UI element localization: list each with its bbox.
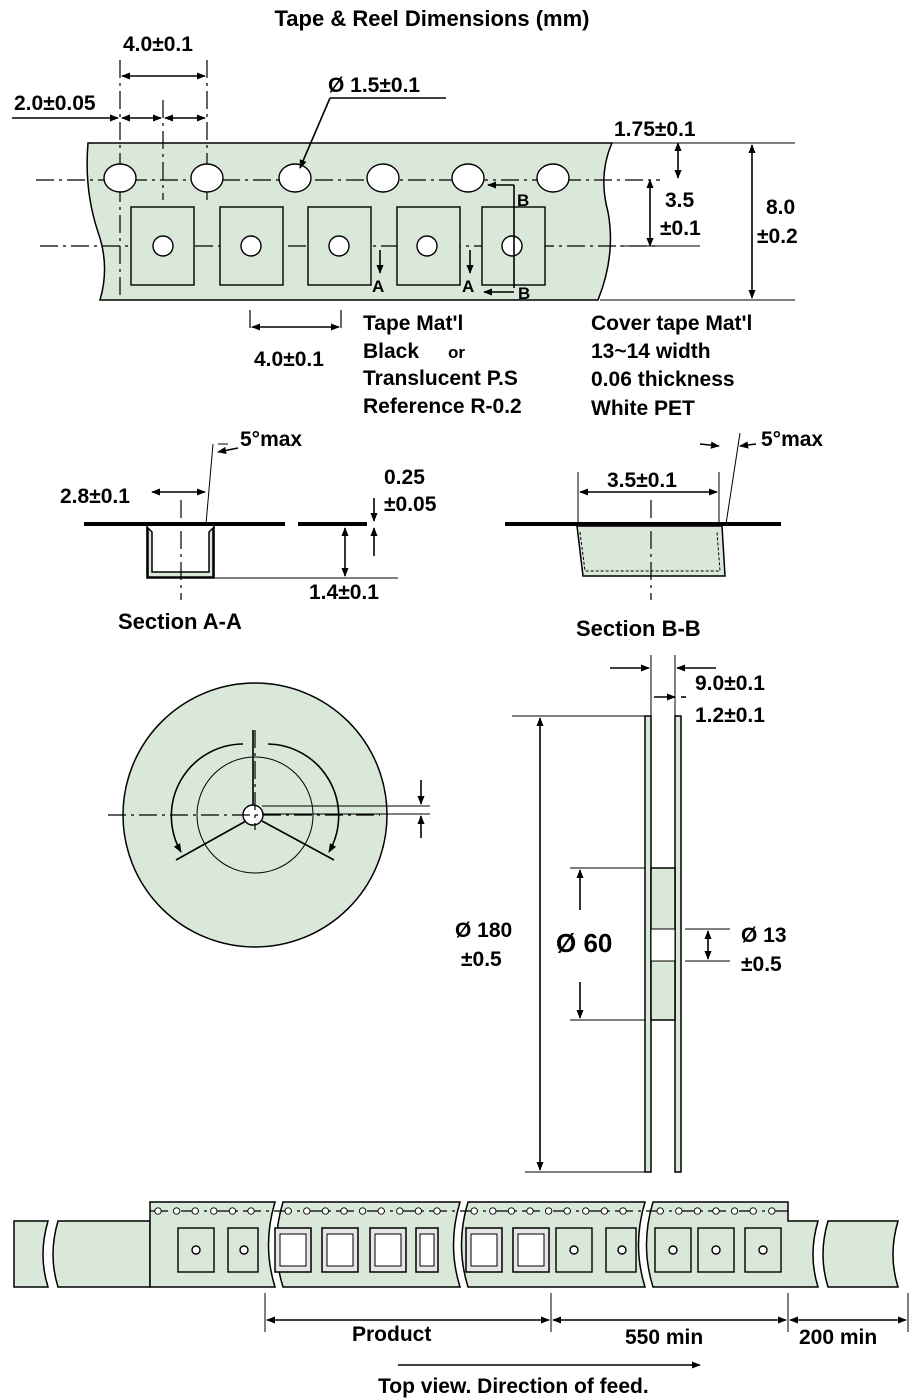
hole-diameter-label: Ø 1.5±0.1: [328, 74, 420, 97]
svg-text:±0.5: ±0.5: [461, 948, 502, 971]
svg-text:Black: Black: [363, 340, 419, 363]
trailer-length-label: 550 min: [625, 1326, 703, 1349]
sprocket-hole: [210, 1207, 218, 1215]
svg-text:5°max: 5°max: [240, 428, 302, 451]
svg-text:0.25: 0.25: [384, 466, 425, 489]
section-b-b: 3.5±0.1 5°max Section B-B: [505, 428, 823, 641]
leader-length-label: 200 min: [799, 1326, 877, 1349]
svg-text:B: B: [518, 284, 530, 303]
sprocket-hole: [582, 1207, 590, 1215]
svg-text:±0.05: ±0.05: [384, 493, 437, 516]
reel-side-view: 9.0±0.1 1.2±0.1 Ø 180 ±0.5 Ø 60 Ø 13 ±0.…: [455, 655, 787, 1173]
svg-text:or: or: [448, 343, 465, 362]
tape-material-note: Tape Mat'l Black or Translucent P.S Refe…: [363, 312, 522, 418]
sprocket-hole: [396, 1207, 404, 1215]
sprocket-hole: [526, 1207, 534, 1215]
svg-text:3.5: 3.5: [665, 189, 695, 212]
sprocket-hole: [619, 1207, 627, 1215]
half-pitch-label: 2.0±0.05: [14, 92, 96, 115]
svg-text:±0.1: ±0.1: [660, 217, 701, 240]
svg-text:Tape Mat'l: Tape Mat'l: [363, 312, 463, 335]
svg-text:A: A: [462, 277, 474, 296]
sprocket-hole: [507, 1207, 516, 1215]
sprocket-hole: [433, 1207, 441, 1215]
product-chips: [274, 1227, 550, 1273]
sprocket-hole: [284, 1207, 292, 1215]
svg-text:Cover tape Mat'l: Cover tape Mat'l: [591, 312, 752, 335]
section-b-b-caption: Section B-B: [576, 616, 701, 641]
sprocket-hole: [749, 1207, 757, 1215]
sprocket-hole: [377, 1207, 385, 1215]
svg-text:3.5±0.1: 3.5±0.1: [607, 469, 677, 492]
svg-text:Reference R-0.2: Reference R-0.2: [363, 395, 522, 418]
sprocket-hole: [489, 1207, 497, 1215]
sprocket-hole: [414, 1207, 423, 1215]
sprocket-hole: [340, 1207, 348, 1215]
svg-text:A: A: [372, 277, 384, 296]
sprocket-hole: [154, 1207, 162, 1215]
sprocket-hole: [563, 1207, 571, 1215]
tape-top-view: A A B B 4.0±0.1 2.0±0.05 Ø 1.5±0.1 1.75±…: [12, 33, 798, 371]
reel-front-view: [108, 682, 430, 948]
reel-outer-diameter: Ø 180: [455, 919, 512, 942]
svg-text:Translucent P.S: Translucent P.S: [363, 367, 518, 390]
sprocket-hole: [191, 1207, 199, 1215]
diagram-title: Tape & Reel Dimensions (mm): [275, 6, 590, 31]
reel-arbor-diameter: Ø 13: [741, 924, 787, 947]
svg-text:1.2±0.1: 1.2±0.1: [695, 704, 765, 727]
sprocket-hole: [768, 1207, 776, 1215]
pitch-top-label: 4.0±0.1: [123, 33, 193, 56]
reel-hub-diameter: Ø 60: [556, 928, 612, 958]
section-a-a: 5°max 2.8±0.1 0.25 ±0.05 1.4±0.1 Section…: [60, 428, 437, 634]
feed-strip: Product 550 min 200 min Top view. Direct…: [13, 1201, 909, 1398]
sprocket-hole: [470, 1207, 478, 1215]
svg-text:13~14 width: 13~14 width: [591, 340, 711, 363]
svg-text:2.8±0.1: 2.8±0.1: [60, 485, 130, 508]
sprocket-hole: [303, 1207, 311, 1215]
sprocket-hole: [228, 1207, 237, 1215]
svg-text:1.4±0.1: 1.4±0.1: [309, 581, 379, 604]
svg-text:5°max: 5°max: [761, 428, 823, 451]
pocket-pitch-label: 4.0±0.1: [254, 348, 324, 371]
sprocket-hole: [693, 1207, 702, 1215]
svg-text:0.06 thickness: 0.06 thickness: [591, 368, 735, 391]
sprocket-hole: [656, 1207, 664, 1215]
section-a-a-caption: Section A-A: [118, 609, 242, 634]
svg-text:±0.5: ±0.5: [741, 953, 782, 976]
tape-width-label: 8.0: [766, 196, 795, 219]
sprocket-hole: [321, 1207, 330, 1215]
sprocket-hole: [675, 1207, 683, 1215]
sprocket-hole: [712, 1207, 720, 1215]
svg-text:B: B: [517, 191, 529, 210]
sprocket-hole: [730, 1207, 739, 1215]
sprocket-hole: [358, 1207, 367, 1215]
sprocket-hole: [600, 1207, 609, 1215]
svg-text:White PET: White PET: [591, 397, 695, 420]
svg-text:9.0±0.1: 9.0±0.1: [695, 672, 765, 695]
product-length-label: Product: [352, 1323, 431, 1346]
svg-text:±0.2: ±0.2: [757, 225, 798, 248]
sprocket-hole: [544, 1207, 553, 1215]
sprocket-hole: [172, 1207, 181, 1215]
sprocket-hole: [247, 1207, 255, 1215]
feed-direction-caption: Top view. Direction of feed.: [378, 1375, 649, 1398]
cover-tape-note: Cover tape Mat'l 13~14 width 0.06 thickn…: [591, 312, 752, 420]
edge-to-hole-label: 1.75±0.1: [614, 118, 696, 141]
